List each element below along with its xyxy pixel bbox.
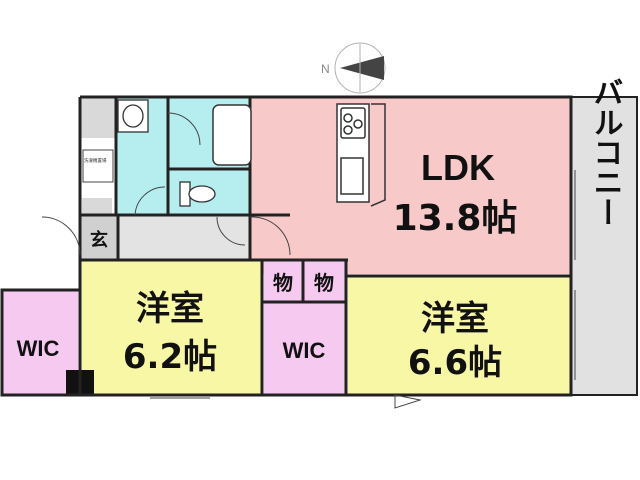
kitchen-partition	[370, 103, 386, 207]
ldk-name: LDK	[421, 147, 495, 188]
storage-1-label: 物	[273, 271, 293, 295]
toilet-icon	[179, 181, 216, 207]
kitchen-counter	[336, 103, 370, 203]
entrance-label: 玄	[90, 229, 108, 251]
walls	[0, 95, 573, 397]
ldk-area	[250, 97, 571, 274]
storage-2-label: 物	[314, 271, 334, 295]
storage-1-area	[264, 261, 302, 301]
ldk-size: 13.8帖	[393, 198, 518, 239]
entrance-area	[80, 215, 118, 260]
shoebox	[82, 198, 112, 215]
compass-north-label: N	[321, 62, 330, 76]
wic-1-label: WIC	[17, 336, 60, 361]
wic-2-area	[264, 303, 346, 395]
shelf-top	[81, 98, 115, 138]
balcony-name: バルコニー	[588, 77, 623, 227]
windows	[150, 170, 576, 399]
western-room-1-area	[80, 261, 262, 395]
balcony-area	[570, 96, 638, 396]
compass-needle-icon	[340, 56, 384, 80]
compass: N	[321, 42, 386, 94]
western-room-2-size: 6.6帖	[408, 343, 502, 383]
western-room-1-name: 洋室	[136, 289, 204, 329]
bathtub-icon	[212, 104, 252, 166]
laundry-space	[82, 149, 114, 183]
wic-1-area	[3, 290, 78, 395]
western-room-1-size: 6.2帖	[123, 337, 217, 377]
doors	[41, 112, 422, 409]
wash-basin-icon	[117, 99, 149, 133]
western-room-2-name: 洋室	[421, 299, 489, 339]
storage-2-area	[304, 261, 346, 301]
wic-2-label: WIC	[283, 338, 326, 363]
western-room-2-area	[348, 277, 571, 395]
laundry-label: 洗濯機置場	[84, 157, 107, 164]
